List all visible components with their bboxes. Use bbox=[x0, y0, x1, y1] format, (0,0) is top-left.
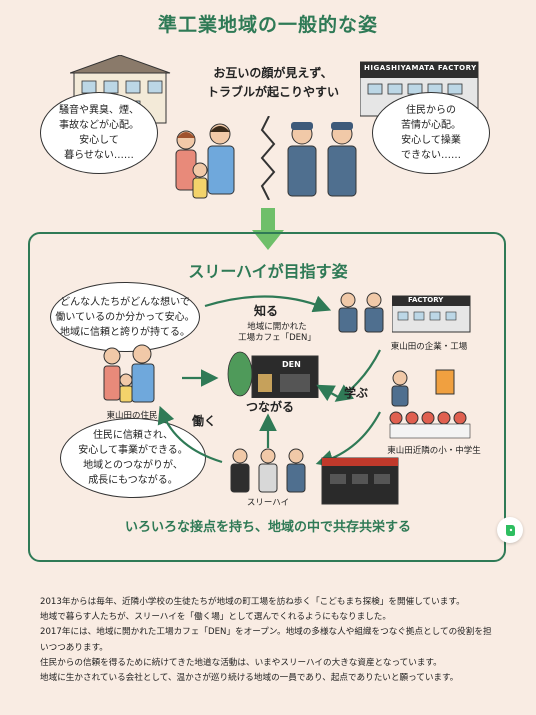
bubble-line: 地域とのつながりが、 bbox=[83, 460, 183, 471]
company-trust-bubble: 住民に信頼され、 安心して事業ができる。 地域とのつながりが、 成長にもつながる… bbox=[60, 418, 206, 498]
headline-line: お互いの顔が見えず、 bbox=[213, 66, 333, 80]
threehigh-staff-illustration bbox=[230, 448, 306, 493]
bubble-line: 暮らせない…… bbox=[64, 150, 134, 161]
factory-sign: HIGASHIYAMATA FACTORY bbox=[364, 64, 476, 72]
label-threehigh: スリーハイ bbox=[246, 498, 290, 508]
headline: お互いの顔が見えず、 トラブルが起こりやすい bbox=[188, 64, 358, 102]
cafe-den-illustration: DEN bbox=[222, 344, 322, 398]
bubble-line: 成長にもつながる。 bbox=[88, 475, 178, 486]
cafe-caption: 地域に開かれた 工場カフェ「DEN」 bbox=[232, 322, 322, 344]
slogan: いろいろな接点を持ち、地域の中で共存共栄する bbox=[124, 520, 411, 535]
conflict-zigzag bbox=[260, 116, 276, 200]
bubble-line: 働いているのか分かって安心。 bbox=[55, 311, 195, 323]
footer-text: 2013年からは毎年、近隣小学校の生徒たちが地域の町工場を訪ね歩く「こどもまち探… bbox=[40, 595, 500, 686]
caption-line: 工場カフェ「DEN」 bbox=[238, 333, 316, 343]
bubble-line: 安心して操業 bbox=[401, 135, 461, 146]
label-schools: 東山田近隣の小・中学生 bbox=[387, 446, 481, 456]
footer-paragraph: 地域で暮らす人たちが、スリーハイを「働く場」として選んでくれるようにもなりました… bbox=[40, 612, 391, 623]
bubble-line: 地域に信頼と誇りが持てる。 bbox=[59, 326, 190, 338]
footer-paragraph: 住民からの信頼を得るために続けてきた地道な活動は、いまやスリーハイの大きな資産と… bbox=[40, 657, 442, 668]
footer-paragraph: 地域に生かされている会社として、温かさが巡り続ける地域の一員であり、起点でありた… bbox=[40, 673, 459, 684]
footer-paragraph: いつつあります。 bbox=[40, 642, 108, 653]
family-illustration bbox=[175, 123, 235, 199]
evernote-button[interactable] bbox=[497, 517, 523, 543]
threehigh-building-illustration bbox=[321, 457, 399, 505]
center-label: つながる bbox=[245, 400, 294, 414]
factory-sign-small: FACTORY bbox=[408, 296, 444, 304]
label-residents: 東山田の住民 bbox=[106, 411, 158, 421]
label-companies: 東山田の企業・工場 bbox=[390, 342, 468, 352]
page-title: 準工業地域の一般的な姿 bbox=[157, 14, 378, 36]
bubble-line: できない…… bbox=[401, 150, 461, 161]
resident-worry-bubble: 騒音や異臭、煙、 事故などが心配。 安心して 暮らせない…… bbox=[40, 92, 158, 174]
bubble-line: 安心して事業ができる。 bbox=[78, 445, 188, 456]
footer-paragraph: 2017年には、地域に開かれた工場カフェ「DEN」をオープン。地域の多様な人や組… bbox=[40, 627, 492, 638]
evernote-icon bbox=[506, 525, 515, 536]
arrow-label-know: 知る bbox=[254, 304, 279, 318]
vision-title: スリーハイが目指す姿 bbox=[188, 262, 348, 281]
bubble-line: どんな人たちがどんな想いで bbox=[60, 296, 190, 308]
arrow-label-work: 働く bbox=[192, 414, 217, 428]
footer-paragraph: 2013年からは毎年、近隣小学校の生徒たちが地域の町工場を訪ね歩く「こどもまち探… bbox=[40, 597, 465, 607]
factory-worry-bubble: 住民からの 苦情が心配。 安心して操業 できない…… bbox=[372, 92, 490, 174]
company-workers-illustration bbox=[338, 292, 384, 333]
arrow-label-learn: 学ぶ bbox=[344, 386, 369, 400]
bubble-line: 安心して bbox=[79, 135, 119, 146]
headline-line: トラブルが起こりやすい bbox=[206, 85, 339, 99]
bubble-line: 苦情が心配。 bbox=[401, 120, 461, 131]
workers-illustration bbox=[287, 122, 357, 197]
bubble-line: 事故などが心配。 bbox=[59, 120, 139, 131]
students-illustration bbox=[389, 369, 471, 439]
bubble-line: 住民に信頼され、 bbox=[92, 430, 174, 441]
down-arrow bbox=[252, 208, 284, 250]
resident-trust-bubble: どんな人たちがどんな想いで 働いているのか分かって安心。 地域に信頼と誇りが持て… bbox=[50, 282, 200, 352]
bubble-line: 住民からの bbox=[406, 105, 456, 116]
vision-panel bbox=[28, 232, 506, 562]
company-factory-illustration: FACTORY bbox=[392, 290, 472, 334]
caption-line: 地域に開かれた bbox=[247, 322, 307, 332]
bubble-line: 騒音や異臭、煙、 bbox=[59, 105, 139, 116]
residents-illustration bbox=[103, 344, 155, 403]
cafe-sign: DEN bbox=[282, 360, 301, 369]
